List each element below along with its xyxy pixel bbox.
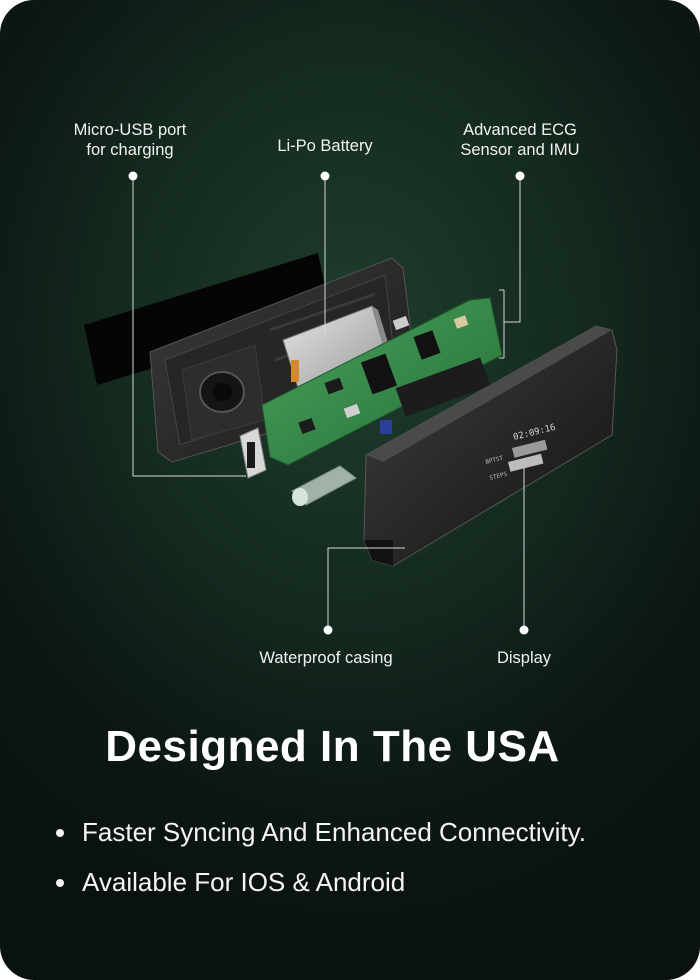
callout-battery: Li-Po Battery bbox=[277, 137, 373, 155]
leader-dots bbox=[128, 171, 529, 635]
callout-ecg: Advanced ECG Sensor and IMU bbox=[460, 121, 580, 159]
headline: Designed In The USA bbox=[105, 722, 560, 771]
dot-display bbox=[519, 625, 529, 635]
micro-usb-connector bbox=[239, 427, 267, 479]
bullet-dot-icon bbox=[56, 879, 64, 887]
light-pipe bbox=[291, 465, 357, 506]
dot-casing bbox=[323, 625, 333, 635]
adhesive-film-strip bbox=[84, 253, 331, 385]
callout-display: Display bbox=[496, 649, 552, 667]
feature-list: Faster Syncing And Enhanced Connectivity… bbox=[56, 812, 656, 912]
leader-casing bbox=[327, 547, 405, 630]
leader-ecg bbox=[504, 176, 521, 323]
feature-item: Faster Syncing And Enhanced Connectivity… bbox=[56, 812, 656, 852]
feature-text: Faster Syncing And Enhanced Connectivity… bbox=[82, 817, 586, 847]
leader-lines bbox=[132, 176, 525, 630]
callout-micro-usb: Micro-USB port for charging bbox=[73, 121, 187, 159]
feature-item: Available For IOS & Android bbox=[56, 862, 656, 902]
pcb-board bbox=[261, 297, 503, 466]
dot-battery bbox=[320, 171, 330, 181]
display-row-1: BPTST bbox=[485, 455, 505, 466]
feature-text: Available For IOS & Android bbox=[82, 867, 406, 897]
bullet-dot-icon bbox=[56, 829, 64, 837]
exploded-device-diagram: 02:09:16 BPTST STEPS bbox=[84, 171, 618, 635]
callout-casing: Waterproof casing bbox=[259, 649, 393, 667]
dot-micro-usb bbox=[128, 171, 138, 181]
front-casing bbox=[363, 325, 618, 567]
dot-ecg bbox=[515, 171, 525, 181]
leader-micro-usb bbox=[132, 176, 246, 477]
display-row-2: STEPS bbox=[489, 471, 509, 482]
